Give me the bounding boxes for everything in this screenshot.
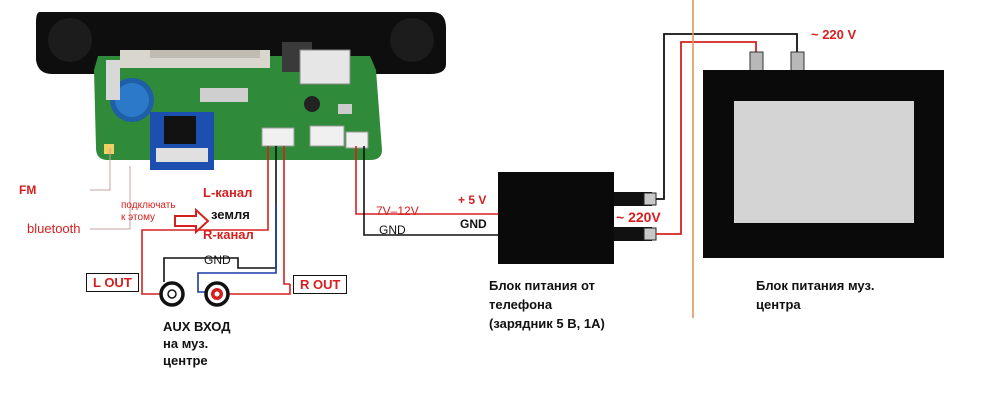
psu-screen	[734, 101, 914, 223]
gnd-wire	[363, 146, 498, 236]
label-fm: FM	[19, 183, 37, 197]
fm-leader-line	[90, 148, 111, 191]
ac-red-wire	[656, 41, 757, 235]
phone-charger-body	[498, 172, 614, 264]
bluetooth-leader-line	[90, 166, 131, 230]
label-r-channel: R-канал	[203, 227, 254, 242]
plus5v-wire	[355, 146, 498, 215]
l-out-box: L OUT	[86, 273, 139, 292]
r-channel-wire-a	[283, 146, 290, 285]
r-channel-wire-b	[228, 284, 291, 295]
mp3-bluetooth-module	[36, 12, 446, 170]
r-out-box: R OUT	[293, 275, 348, 294]
ac-black-wire	[656, 33, 798, 200]
capacitor	[304, 96, 320, 112]
rca-right-socket	[204, 281, 230, 307]
label-220v-charger: ~ 220V	[616, 209, 661, 225]
l-channel-wire	[141, 146, 269, 295]
label-gnd-right: GND	[460, 217, 487, 231]
power-connector	[309, 125, 345, 147]
label-music-center-psu: Блок питания муз. центра	[756, 278, 875, 312]
label-connect-here: подключать к этому	[121, 200, 176, 223]
blue-wire	[197, 205, 277, 293]
label-bluetooth: bluetooth	[27, 221, 81, 236]
label-ground: земля	[211, 207, 250, 222]
rca-left-socket	[159, 281, 185, 307]
label-phone-psu: Блок питания от телефона (зарядник 5 В, …	[489, 278, 605, 331]
label-gnd-aux: GND	[204, 253, 231, 267]
label-7v-12v: 7V–12V	[376, 204, 419, 218]
label-220v-psu: ~ 220 V	[811, 27, 857, 42]
psu-terminal-right	[790, 51, 805, 73]
label-l-channel: L-канал	[203, 185, 253, 200]
label-gnd-left: GND	[379, 223, 406, 237]
charger-pin-bottom	[643, 227, 657, 241]
audio-connector	[261, 127, 295, 147]
psu-terminal-left	[749, 51, 764, 73]
charger-pin-top	[643, 192, 657, 206]
connect-arrow	[174, 207, 210, 235]
label-aux-input: AUX ВХОД на муз. центре	[163, 319, 231, 369]
label-plus5v: + 5 V	[458, 193, 487, 207]
